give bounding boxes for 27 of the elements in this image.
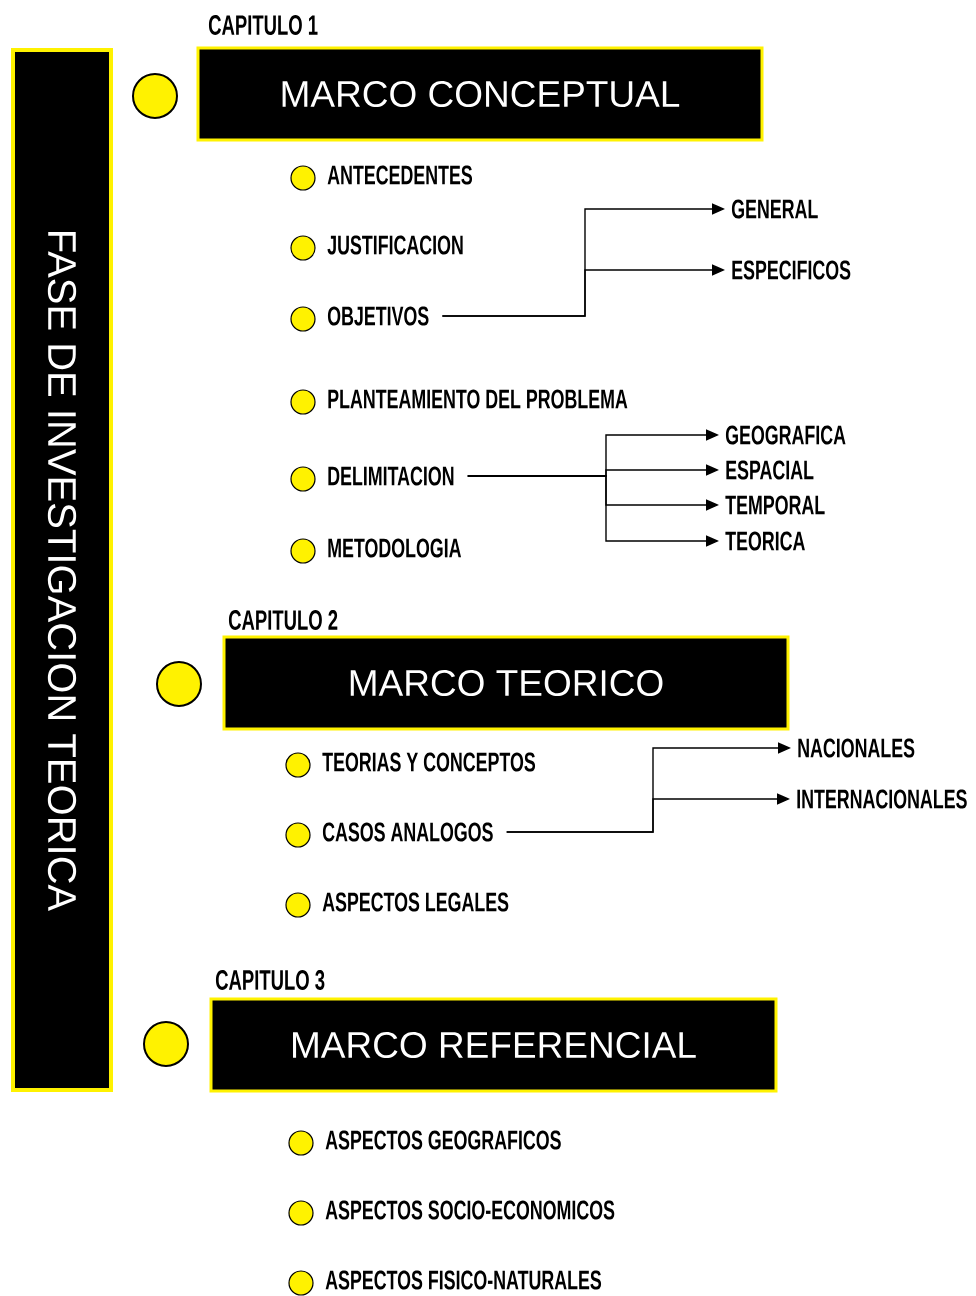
branch-item: ESPACIAL [726,460,814,480]
list-item: ASPECTOS LEGALES [322,892,509,912]
list-item: CASOS ANALOGOS [322,822,493,842]
list-item: JUSTIFICACION [327,235,463,255]
list-item: DELIMITACION [328,466,454,486]
chapter-heading: CAPITULO 3 [215,970,325,990]
branch-item: TEMPORAL [725,495,825,515]
chapter-box: MARCO TEORICO [222,635,790,731]
list-item: OBJETIVOS [327,306,429,326]
branch-item: GEOGRAFICA [725,425,846,445]
list-item: ASPECTOS SOCIO-ECONOMICOS [325,1200,615,1220]
branch-item: TEORICA [725,531,805,551]
list-item: ASPECTOS FISICO-NATURALES [325,1270,602,1290]
branch-item: ESPECIFICOS [732,260,851,280]
list-item: ASPECTOS GEOGRAFICOS [325,1130,561,1150]
phase-band: FASE DE INVESTIGACION TEORICA [11,48,113,1092]
list-item: TEORIAS Y CONCEPTOS [322,752,536,772]
list-item: ANTECEDENTES [327,165,473,185]
list-item: PLANTEAMIENTO DEL PROBLEMA [328,389,628,409]
chapter-box: MARCO REFERENCIAL [209,997,778,1093]
chapter-heading: CAPITULO 1 [208,15,318,35]
branch-item: NACIONALES [798,738,915,758]
branch-item: GENERAL [731,199,818,219]
chapter-box: MARCO CONCEPTUAL [196,46,764,142]
list-item: METODOLOGIA [328,538,462,558]
branch-item: INTERNACIONALES [797,789,967,809]
chapter-heading: CAPITULO 2 [228,610,338,630]
